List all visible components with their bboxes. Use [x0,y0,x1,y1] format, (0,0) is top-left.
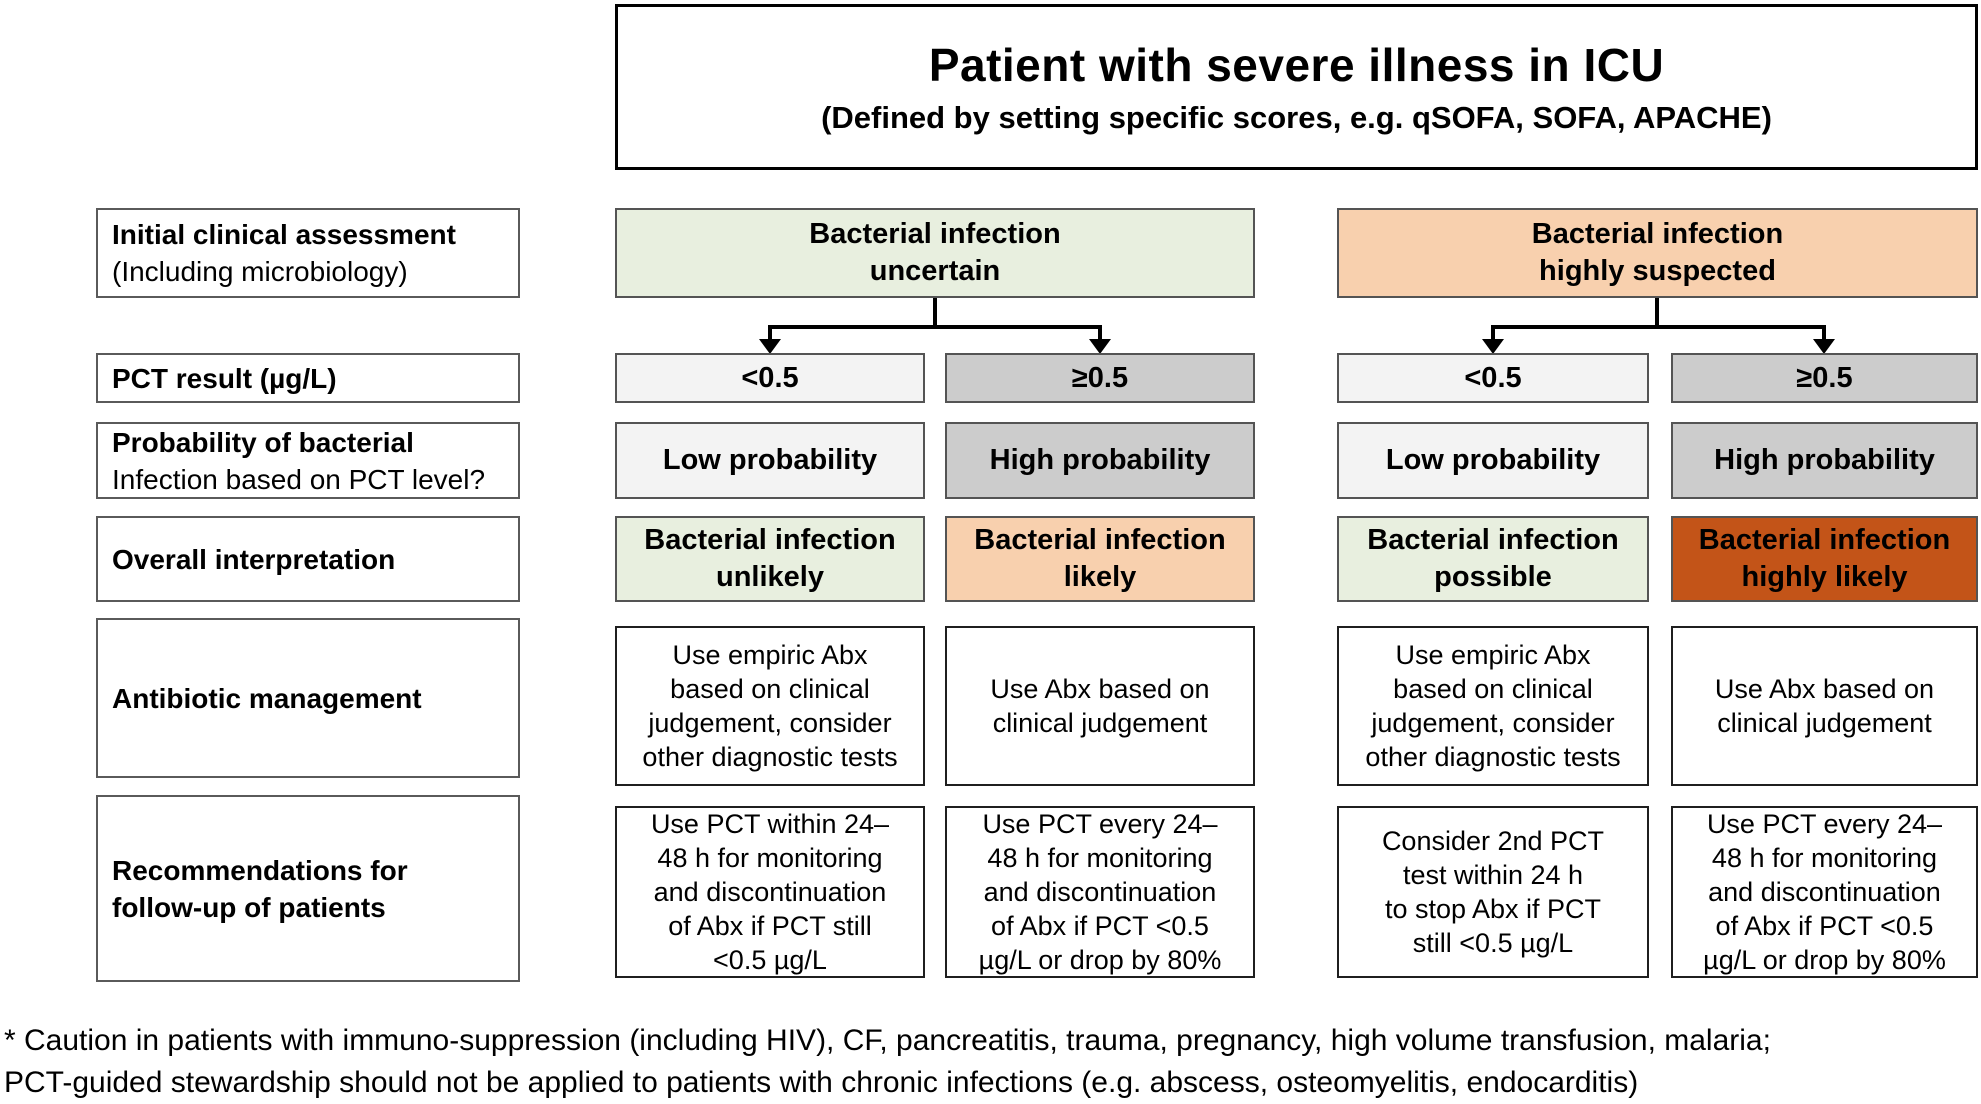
title-box: Patient with severe illness in ICU (Defi… [615,4,1978,170]
row-label-text: Initial clinical assessment [112,219,456,250]
row-label-subtext: (Including microbiology) [112,256,408,287]
interpretation-col4: Bacterial infection highly likely [1671,516,1978,602]
row-label-initial-assessment: Initial clinical assessment (Including m… [96,208,520,298]
row-label-antibiotic-management: Antibiotic management [96,618,520,778]
interpretation-col1: Bacterial infection unlikely [615,516,925,602]
row-label-pct-result: PCT result (µg/L) [96,353,520,403]
probability-col3: Low probability [1337,422,1649,499]
arrow-line [1655,298,1659,329]
probability-col4: High probability [1671,422,1978,499]
row-label-text: Overall interpretation [112,543,396,575]
row-label-probability: Probability of bacterial Infection based… [96,422,520,499]
interpretation-col3: Bacterial infection possible [1337,516,1649,602]
footnote: * Caution in patients with immuno-suppre… [4,1020,1771,1104]
row-label-subtext: Infection based on PCT level? [112,463,486,495]
arrow-line [1491,325,1826,329]
footnote-line1: * Caution in patients with immuno-suppre… [4,1024,1771,1057]
arrow-line [768,325,772,341]
row-label-overall-interpretation: Overall interpretation [96,516,520,602]
arrow-line [933,298,937,329]
recommendation-col2: Use PCT every 24– 48 h for monitoring an… [945,806,1255,978]
arrow-head-icon [1813,339,1835,354]
arrow-head-icon [1089,339,1111,354]
arrow-head-icon [759,339,781,354]
arrow-line [768,325,1102,329]
probability-col1: Low probability [615,422,925,499]
row-label-text: Probability of bacterial [112,426,414,458]
recommendation-col4: Use PCT every 24– 48 h for monitoring an… [1671,806,1978,978]
antibiotic-management-col2: Use Abx based on clinical judgement [945,626,1255,786]
row-label-text: Antibiotic management [112,682,422,714]
recommendation-col1: Use PCT within 24– 48 h for monitoring a… [615,806,925,978]
pct-result-col2: ≥0.5 [945,353,1255,403]
probability-col2: High probability [945,422,1255,499]
page-title: Patient with severe illness in ICU [928,39,1665,91]
antibiotic-management-col1: Use empiric Abx based on clinical judgem… [615,626,925,786]
row-label-text: Recommendations for follow-up of patient… [112,854,408,923]
page-subtitle: (Defined by setting specific scores, e.g… [821,100,1772,135]
antibiotic-management-col3: Use empiric Abx based on clinical judgem… [1337,626,1649,786]
pct-result-col3: <0.5 [1337,353,1649,403]
branch-header-highly-suspected: Bacterial infection highly suspected [1337,208,1978,298]
pct-result-col4: ≥0.5 [1671,353,1978,403]
arrow-line [1491,325,1495,341]
arrow-head-icon [1482,339,1504,354]
recommendation-col3: Consider 2nd PCT test within 24 h to sto… [1337,806,1649,978]
row-label-recommendations: Recommendations for follow-up of patient… [96,795,520,982]
antibiotic-management-col4: Use Abx based on clinical judgement [1671,626,1978,786]
row-label-text: PCT result (µg/L) [112,362,337,394]
arrow-line [1822,325,1826,341]
pct-result-col1: <0.5 [615,353,925,403]
arrow-line [1098,325,1102,341]
interpretation-col2: Bacterial infection likely [945,516,1255,602]
footnote-line2: PCT-guided stewardship should not be app… [4,1066,1639,1099]
branch-header-uncertain: Bacterial infection uncertain [615,208,1255,298]
